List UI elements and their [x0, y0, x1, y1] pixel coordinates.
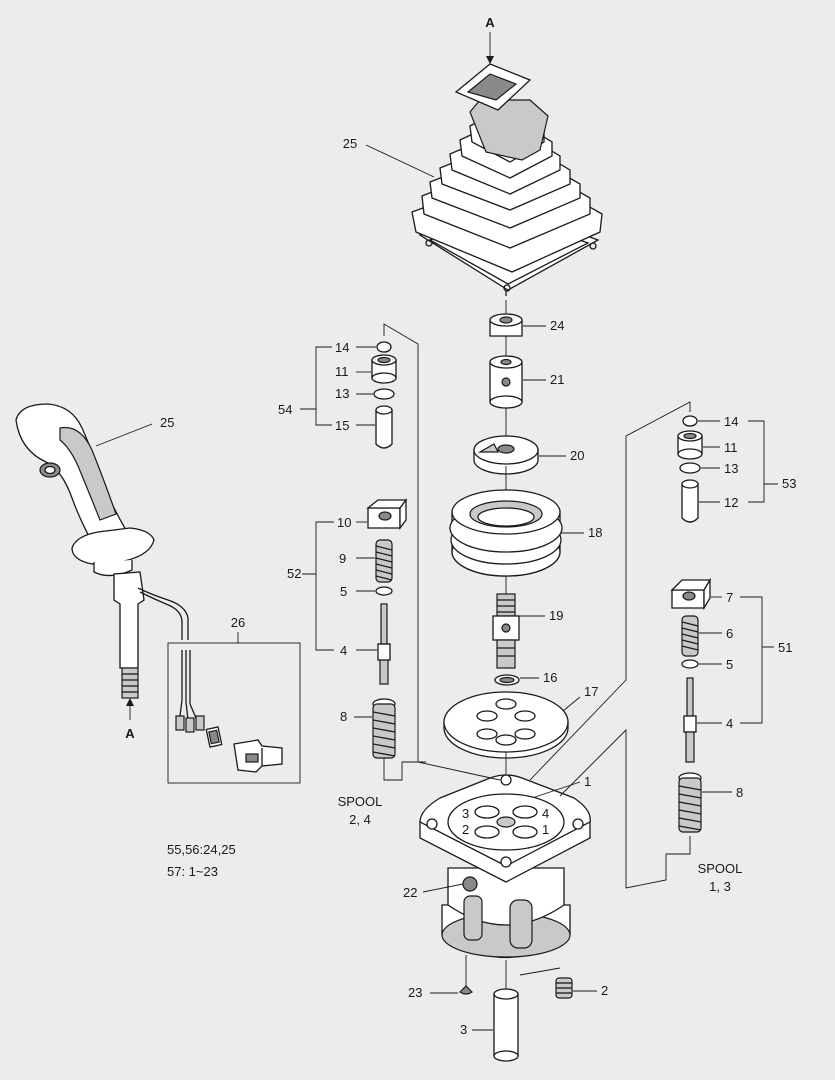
stem-part-4-right: [683, 677, 697, 763]
p1-leader: [534, 781, 581, 798]
port-label-1: 1: [542, 822, 549, 837]
harness-detail-box: [167, 642, 301, 784]
part-label-26: 26: [231, 615, 245, 630]
part-23-pin: [459, 985, 473, 995]
wire-harness-part-26: [175, 650, 283, 773]
part-label-15-left: 15: [335, 418, 349, 433]
p22-leader: [422, 883, 464, 893]
plate-part-20: [473, 435, 539, 475]
part-label-5-left: 5: [340, 584, 347, 599]
spool-right-line2: 1, 3: [709, 879, 731, 894]
spring-part-9-left: [375, 539, 393, 583]
left-spool-path: [383, 744, 426, 781]
part-label-6-right: 6: [726, 626, 733, 641]
kit-label-53: 53: [782, 476, 796, 491]
seal-part-18: [449, 489, 563, 577]
left-kit-path: [383, 323, 501, 781]
oring-part-13-left: [373, 388, 395, 400]
part-label-12-right: 12: [724, 495, 738, 510]
nut-part-24: [489, 313, 523, 337]
part-label-1: 1: [584, 774, 591, 789]
stem-part-4-left: [377, 603, 391, 685]
part-label-16: 16: [543, 670, 557, 685]
spring-part-8-left: [372, 698, 396, 759]
right-spool-path: [559, 728, 691, 889]
bracket-51: [740, 596, 774, 724]
part-label-8-right: 8: [736, 785, 743, 800]
washer-part-5-right: [681, 659, 699, 669]
p25-boot-leader: [365, 144, 435, 178]
p17-leader: [562, 696, 581, 712]
part-label-10-left: 10: [337, 515, 351, 530]
top-marker-arrowhead: [486, 56, 494, 64]
part-label-25-boot: 25: [343, 136, 357, 151]
oring-part-14-right: [682, 415, 698, 427]
bushing-part-11-left: [371, 354, 397, 384]
part-label-23: 23: [408, 985, 422, 1000]
spool-left-line2: 2, 4: [349, 812, 371, 827]
part-label-3: 3: [460, 1022, 467, 1037]
part-label-4-right: 4: [726, 716, 733, 731]
part-label-22: 22: [403, 885, 417, 900]
spring-part-6-right: [681, 615, 699, 657]
kit-label-51: 51: [778, 640, 792, 655]
part-label-13-right: 13: [724, 461, 738, 476]
part-label-13-left: 13: [335, 386, 349, 401]
notes-line-2: 57: 1~23: [167, 864, 218, 879]
oring-part-13-right: [679, 462, 701, 474]
part-label-21: 21: [550, 372, 564, 387]
part-label-14-right: 14: [724, 414, 738, 429]
part-label-25-handle: 25: [160, 415, 174, 430]
spring-part-8-right: [678, 772, 702, 833]
port-label-3: 3: [462, 806, 469, 821]
part-label-20: 20: [570, 448, 584, 463]
p25-handle-leader: [95, 423, 153, 447]
part-label-17: 17: [584, 684, 598, 699]
part-label-11-right: 11: [724, 440, 738, 455]
washer-part-5-left: [375, 586, 393, 596]
spool-left-line1: SPOOL: [338, 794, 383, 809]
part-label-9-left: 9: [339, 551, 346, 566]
rod-part-3: [493, 988, 519, 1062]
bracket-53: [748, 420, 778, 503]
part-label-14-left: 14: [335, 340, 349, 355]
oring-part-14-left: [376, 341, 392, 353]
joint-part-19: [492, 593, 520, 669]
bushing-part-11-right: [677, 430, 703, 460]
part-label-4-left: 4: [340, 643, 347, 658]
grip-handle-part-25: [15, 403, 189, 699]
kit-label-54: 54: [278, 402, 292, 417]
seat-part-7-right: [670, 577, 712, 611]
right-kit-path: [529, 401, 691, 781]
housing-part-1: [419, 774, 591, 959]
handle-marker-arrowhead: [126, 698, 134, 706]
coupling-part-21: [489, 355, 523, 409]
port-label-4: 4: [542, 806, 549, 821]
port-label-2: 2: [462, 822, 469, 837]
bracket-52: [302, 521, 334, 651]
handle-section-marker: A: [125, 726, 135, 741]
spool-right-line1: SPOOL: [698, 861, 743, 876]
rubber-boot-part: [411, 63, 603, 296]
bracket-54: [300, 346, 332, 426]
top-section-marker: A: [485, 15, 495, 30]
part-label-5-right: 5: [726, 657, 733, 672]
seat-part-10-left: [366, 498, 408, 530]
part-label-18: 18: [588, 525, 602, 540]
part-label-8-left: 8: [340, 709, 347, 724]
part-label-24: 24: [550, 318, 564, 333]
plunger-part-12-right: [681, 479, 699, 523]
set-screw-part-2: [555, 977, 573, 999]
part-label-2: 2: [601, 983, 608, 998]
part-label-11-left: 11: [335, 364, 349, 379]
kit-label-52: 52: [287, 566, 301, 581]
notes-line-1: 55,56:24,25: [167, 842, 236, 857]
part-label-7-right: 7: [726, 590, 733, 605]
part-label-19: 19: [549, 608, 563, 623]
p2-axis: [519, 967, 561, 976]
gasket-part-17: [443, 691, 569, 759]
plunger-part-15-left: [375, 405, 393, 449]
